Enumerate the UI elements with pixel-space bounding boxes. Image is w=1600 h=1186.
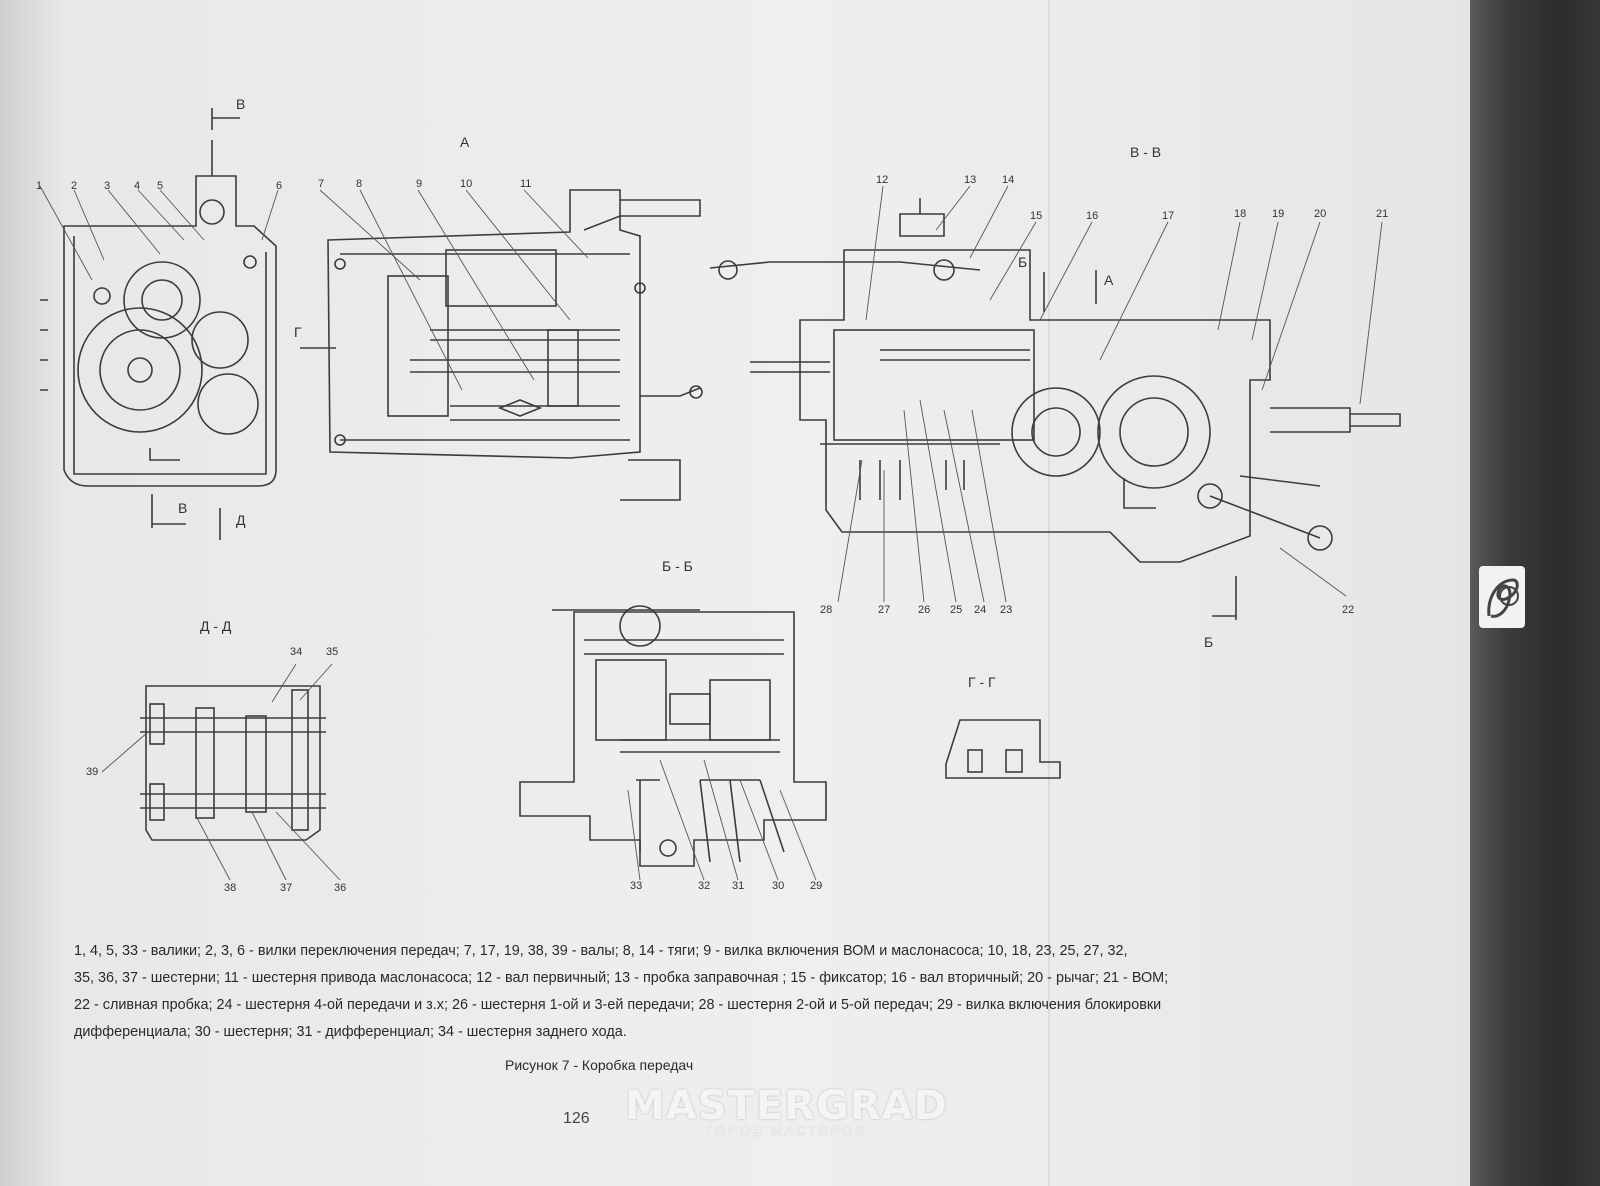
- callout-25: 25: [950, 604, 963, 616]
- callout-24: 24: [974, 604, 987, 616]
- callout-30: 30: [772, 880, 785, 892]
- view-b-b: [519, 605, 827, 867]
- watermark: MASTERGRAD ГОРОД МАСТЕРОВ: [625, 1083, 948, 1138]
- section-arrow-v-bottom: В: [178, 500, 188, 516]
- callout-15: 15: [1030, 210, 1043, 222]
- callout-21: 21: [1376, 208, 1389, 220]
- parts-legend: 1, 4, 5, 33 - валики; 2, 3, 6 - вилки пе…: [74, 938, 1414, 1046]
- callout-13: 13: [964, 174, 977, 186]
- legend-line: 22 - сливная пробка; 24 - шестерня 4-ой …: [74, 997, 1162, 1013]
- callout-3: 3: [104, 180, 111, 192]
- view-d-d: [140, 685, 326, 841]
- section-arrow-b-top: Б: [1018, 254, 1028, 270]
- callout-26: 26: [918, 604, 931, 616]
- section-arrow-b-bottom: Б: [1204, 634, 1214, 650]
- section-arrow-a: А: [1104, 272, 1114, 288]
- callout-33: 33: [630, 880, 643, 892]
- section-title-a: А: [460, 134, 470, 150]
- callout-11: 11: [520, 178, 532, 190]
- callout-37: 37: [280, 882, 293, 894]
- view-g-g: [945, 719, 1061, 779]
- callout-12: 12: [876, 174, 889, 186]
- callout-2: 2: [71, 180, 78, 192]
- callout-22: 22: [1342, 604, 1355, 616]
- watermark-title: MASTERGRAD: [625, 1083, 948, 1129]
- callout-5: 5: [157, 180, 164, 192]
- logo: [1479, 566, 1525, 628]
- callout-31: 31: [732, 880, 745, 892]
- legend-line: дифференциала; 30 - шестерня; 31 - диффе…: [74, 1024, 627, 1040]
- legend-line: 35, 36, 37 - шестерни; 11 - шестерня при…: [74, 970, 1169, 986]
- callout-36: 36: [334, 882, 347, 894]
- callout-17: 17: [1162, 210, 1175, 222]
- callout-7: 7: [318, 178, 325, 190]
- callout-18: 18: [1234, 208, 1247, 220]
- callout-6: 6: [276, 180, 283, 192]
- section-title-g-g: Г - Г: [968, 674, 996, 690]
- callout-8: 8: [356, 178, 363, 190]
- callout-38: 38: [224, 882, 237, 894]
- callout-32: 32: [698, 880, 711, 892]
- page-number: 126: [563, 1110, 590, 1127]
- section-arrow-d: Д: [236, 512, 246, 528]
- section-arrow-v-top: В: [236, 96, 246, 112]
- section-title-v-v: В - В: [1130, 144, 1162, 160]
- callout-27: 27: [878, 604, 891, 616]
- callout-28: 28: [820, 604, 833, 616]
- page-fold: [1048, 0, 1050, 1186]
- callout-35: 35: [326, 646, 339, 658]
- section-title-d-d: Д - Д: [200, 618, 232, 634]
- callout-14: 14: [1002, 174, 1015, 186]
- callout-20: 20: [1314, 208, 1327, 220]
- callout-1: 1: [36, 180, 43, 192]
- view-v-v: [709, 198, 1401, 620]
- view-a: [300, 189, 703, 501]
- section-title-b-b: Б - Б: [662, 558, 693, 574]
- callout-10: 10: [460, 178, 473, 190]
- callout-34: 34: [290, 646, 303, 658]
- callout-23: 23: [1000, 604, 1013, 616]
- callout-19: 19: [1272, 208, 1285, 220]
- watermark-subtitle: ГОРОД МАСТЕРОВ: [705, 1123, 867, 1138]
- view-left-section: [40, 108, 277, 540]
- legend-line: 1, 4, 5, 33 - валики; 2, 3, 6 - вилки пе…: [74, 943, 1128, 959]
- callout-29: 29: [810, 880, 823, 892]
- figure-caption: Рисунок 7 - Коробка передач: [505, 1057, 694, 1073]
- callout-4: 4: [134, 180, 141, 192]
- callout-9: 9: [416, 178, 423, 190]
- section-arrow-g: Г: [294, 324, 302, 340]
- callout-16: 16: [1086, 210, 1099, 222]
- callout-39: 39: [86, 766, 99, 778]
